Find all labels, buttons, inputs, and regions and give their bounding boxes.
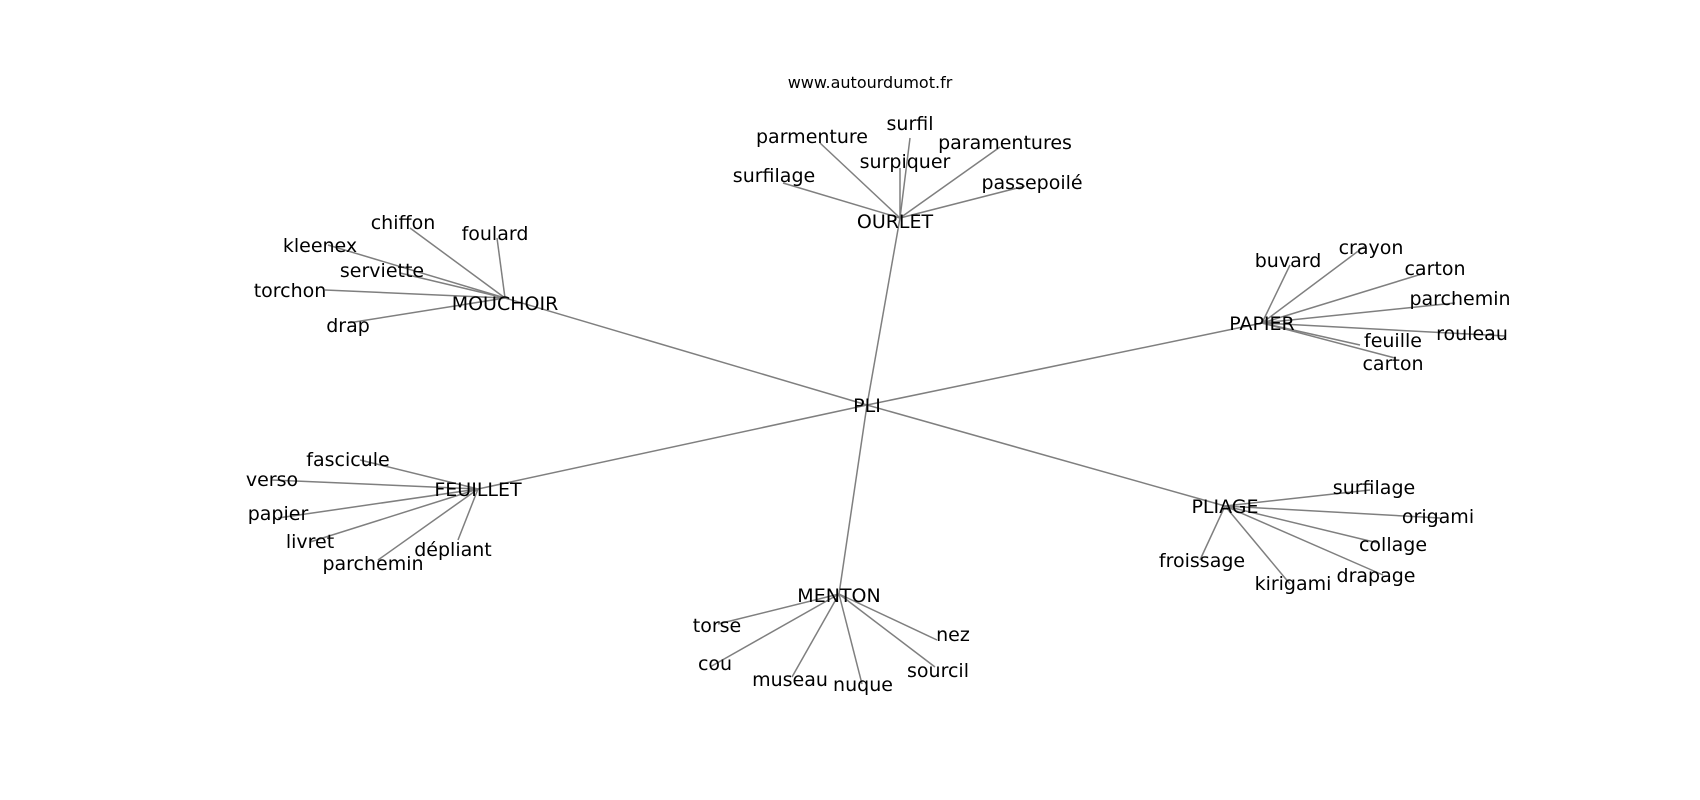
edge-pliage-4: [1224, 505, 1291, 585]
word-label-papier-3: parchemin: [1409, 288, 1510, 310]
word-label-menton-4: sourcil: [907, 660, 969, 682]
edge-ourlet-5: [899, 185, 1026, 219]
edge-feuillet-2: [277, 488, 479, 519]
edge-menton-1: [709, 593, 840, 668]
edge-ourlet-2: [899, 146, 1001, 219]
word-label-ourlet-2: paramentures: [938, 132, 1072, 154]
edge-papier-2: [1261, 272, 1426, 324]
word-label-papier-6: carton: [1362, 353, 1423, 375]
edge-mouchoir-5: [347, 297, 506, 324]
edge-menton-5: [838, 593, 938, 641]
edge-menton-4: [838, 593, 936, 668]
word-label-pliage-4: kirigami: [1255, 573, 1332, 595]
edge-center-ourlet: [866, 217, 901, 406]
edge-pliage-5: [1199, 505, 1226, 561]
edge-center-papier: [866, 322, 1263, 406]
hub-label-feuillet: FEUILLET: [434, 479, 522, 501]
edge-feuillet-4: [377, 488, 479, 561]
edge-ourlet-1: [819, 142, 901, 219]
edge-feuillet-3: [309, 488, 479, 543]
word-label-ourlet-3: surpiquer: [860, 151, 951, 173]
word-label-mouchoir-3: serviette: [340, 260, 424, 282]
edge-mouchoir-2: [327, 244, 506, 299]
edge-papier-4: [1261, 322, 1507, 337]
word-label-feuillet-4: parchemin: [322, 553, 423, 575]
word-label-papier-2: carton: [1404, 258, 1465, 280]
edge-mouchoir-0: [409, 227, 506, 299]
edge-pliage-3: [1224, 505, 1384, 576]
word-label-pliage-1: origami: [1402, 506, 1474, 528]
center-node-label: PLI: [853, 395, 881, 417]
edge-ourlet-0: [899, 137, 911, 219]
word-label-menton-1: cou: [698, 653, 732, 675]
word-label-ourlet-0: surfil: [887, 113, 934, 135]
edge-menton-3: [838, 593, 863, 685]
edge-pliage-1: [1224, 505, 1441, 519]
edge-papier-6: [1261, 322, 1396, 359]
hub-label-mouchoir: MOUCHOIR: [452, 293, 559, 315]
edge-center-menton: [838, 404, 868, 595]
source-url: www.autourdumot.fr: [788, 73, 953, 92]
edge-menton-0: [717, 593, 840, 625]
word-label-papier-1: crayon: [1339, 237, 1404, 259]
edge-papier-0: [1261, 264, 1291, 324]
edge-feuillet-5: [457, 488, 479, 541]
word-label-mouchoir-2: kleenex: [283, 235, 357, 257]
word-label-pliage-5: froissage: [1159, 550, 1245, 572]
word-label-feuillet-5: dépliant: [414, 539, 492, 561]
word-label-mouchoir-4: torchon: [254, 280, 327, 302]
word-label-ourlet-5: passepoilé: [981, 172, 1082, 194]
word-label-feuillet-0: fascicule: [306, 449, 389, 471]
edge-ourlet-4: [782, 182, 901, 219]
word-label-feuillet-3: livret: [286, 531, 334, 553]
edge-center-feuillet: [477, 404, 868, 490]
word-label-menton-0: torse: [693, 615, 741, 637]
edge-center-pliage: [866, 404, 1226, 507]
hub-label-menton: MENTON: [797, 585, 880, 607]
hub-label-pliage: PLIAGE: [1191, 496, 1258, 518]
edge-feuillet-1: [271, 479, 479, 490]
edge-mouchoir-4: [324, 289, 506, 299]
word-label-menton-5: nez: [936, 624, 970, 646]
word-label-mouchoir-5: drap: [326, 315, 370, 337]
word-label-ourlet-1: parmenture: [756, 126, 868, 148]
edge-pliage-2: [1224, 505, 1379, 544]
edge-papier-1: [1261, 245, 1366, 324]
hub-label-papier: PAPIER: [1229, 313, 1295, 335]
word-label-pliage-2: collage: [1359, 534, 1427, 556]
edge-papier-3: [1261, 302, 1456, 324]
hub-label-ourlet: OURLET: [857, 211, 934, 233]
word-label-feuillet-1: verso: [246, 469, 298, 491]
edge-center-mouchoir: [504, 297, 868, 406]
word-label-papier-0: buvard: [1255, 250, 1322, 272]
word-label-papier-5: feuille: [1364, 330, 1422, 352]
edge-mouchoir-1: [496, 237, 506, 299]
edge-menton-2: [791, 593, 840, 678]
word-label-pliage-3: drapage: [1337, 565, 1416, 587]
word-label-menton-2: museau: [752, 669, 828, 691]
word-label-mouchoir-1: foulard: [462, 223, 529, 245]
word-label-menton-3: nuque: [833, 674, 893, 696]
edge-pliage-0: [1224, 489, 1371, 507]
edge-feuillet-0: [359, 459, 479, 490]
word-label-mouchoir-0: chiffon: [371, 212, 436, 234]
word-label-ourlet-4: surfilage: [733, 165, 815, 187]
word-label-pliage-0: surfilage: [1333, 477, 1415, 499]
graph-edges: [271, 137, 1507, 685]
word-label-feuillet-2: papier: [248, 503, 309, 525]
edge-mouchoir-3: [399, 272, 506, 299]
word-label-papier-4: rouleau: [1436, 323, 1508, 345]
